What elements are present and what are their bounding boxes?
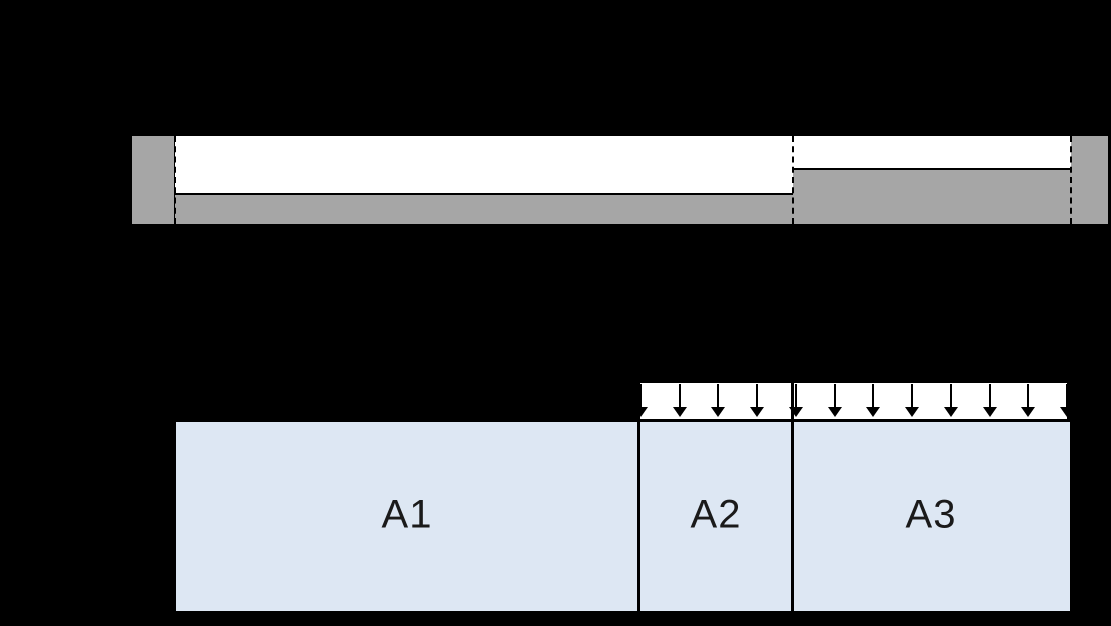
- load-arrow-down-icon: [1021, 384, 1036, 417]
- load-arrow-down-icon: [634, 384, 648, 417]
- load-arrow-down-icon: [788, 384, 803, 417]
- zone-divider-a1-a2: [637, 383, 640, 611]
- zone-label-a1: A1: [381, 492, 433, 537]
- zone-label-a2: A2: [690, 492, 742, 537]
- zone-label-a3: A3: [905, 492, 957, 537]
- section-dashed-line-right: [1070, 136, 1072, 224]
- section-right-support: [1071, 136, 1108, 224]
- section-thick-slab: [793, 168, 1071, 224]
- zone-divider-a2-a3: [791, 383, 794, 611]
- load-arrow-down-icon: [866, 384, 881, 417]
- load-arrow-down-icon: [750, 384, 765, 417]
- load-arrow-down-icon: [943, 384, 958, 417]
- load-arrow-down-icon: [827, 384, 842, 417]
- load-strip-right-edge: [1067, 383, 1070, 419]
- section-thin-slab: [175, 193, 793, 224]
- load-arrow-down-icon: [711, 384, 726, 417]
- load-arrow-down-icon: [982, 384, 997, 417]
- section-dashed-line-middle: [792, 136, 794, 224]
- section-dashed-line-left: [174, 136, 176, 224]
- load-arrow-down-icon: [672, 384, 687, 417]
- zone-area: [176, 419, 1070, 611]
- distributed-load-strip: [637, 383, 1070, 419]
- load-arrow-down-icon: [905, 384, 920, 417]
- section-left-support: [132, 136, 174, 224]
